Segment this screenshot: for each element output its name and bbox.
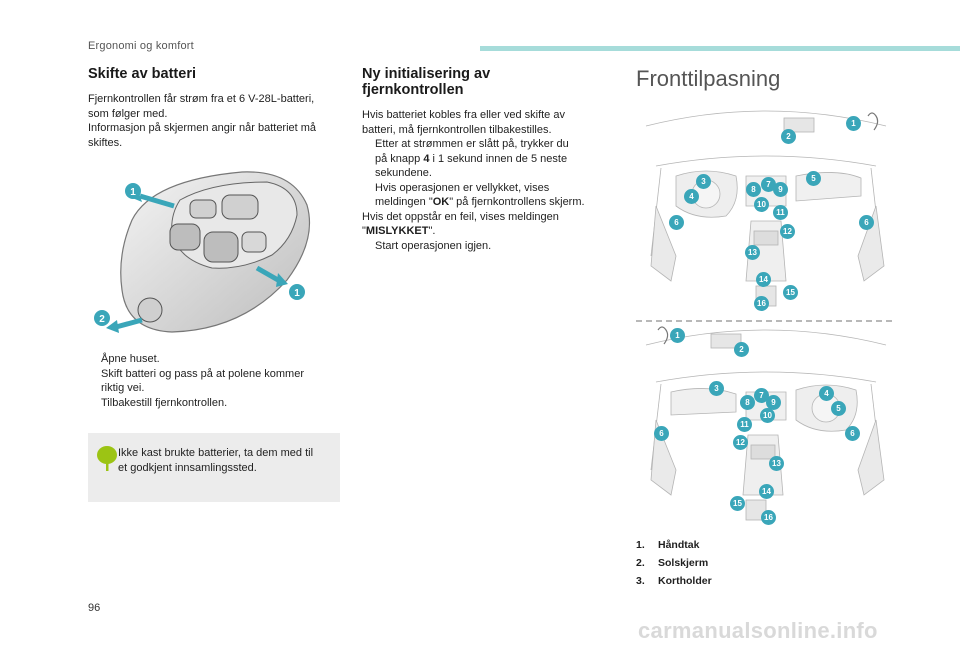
rhd-callout-14: 14 xyxy=(759,484,774,499)
fig1-callout: 2 xyxy=(99,314,105,325)
rhd-callout-2: 2 xyxy=(734,342,749,357)
lhd-callout-7: 7 xyxy=(761,177,776,192)
list-item: Etter at strømmen er slått på, trykker d… xyxy=(375,138,585,208)
battery-intro: Fjernkontrollen får strøm fra et 6 V-28L… xyxy=(88,93,317,149)
recycling-callout: Ikke kast brukte batterier, ta dem med t… xyxy=(88,433,340,502)
list-item: Skift batteri og pass på at polene komme… xyxy=(101,367,304,395)
rhd-callout-1: 1 xyxy=(670,328,685,343)
rhd-callout-6: 6 xyxy=(654,426,669,441)
rhd-callout-11: 11 xyxy=(737,417,752,432)
fig1-callout: 1 xyxy=(130,187,136,198)
lhd-callout-1: 1 xyxy=(846,116,861,131)
front-section: Fronttilpasning xyxy=(636,66,896,92)
battery-title: Skifte av batteri xyxy=(88,66,196,82)
reinit-title: Ny initialisering av fjernkontrollen xyxy=(362,66,491,98)
lhd-callout-2: 2 xyxy=(781,129,796,144)
rhd-callout-8: 8 xyxy=(740,395,755,410)
reinit-section: Ny initialisering av fjernkontrollen Hvi… xyxy=(362,66,612,253)
rhd-callout-16: 16 xyxy=(761,510,776,525)
reinit-intro: Hvis batteriet kobles fra eller ved skif… xyxy=(362,109,565,136)
header-accent-bar xyxy=(480,46,960,51)
lhd-callout-6: 6 xyxy=(859,215,874,230)
rhd-callout-12: 12 xyxy=(733,435,748,450)
rhd-callout-3: 3 xyxy=(709,381,724,396)
front-legend: 1.Håndtak 2.Solskjerm 3.Kortholder xyxy=(636,536,712,590)
rhd-callout-13: 13 xyxy=(769,456,784,471)
watermark: carmanualsonline.info xyxy=(638,618,878,643)
lhd-callout-3: 3 xyxy=(696,174,711,189)
cabin-figure-rhd xyxy=(645,326,887,521)
battery-steps: Åpne huset. Skift batteri og pass på at … xyxy=(88,352,340,410)
list-item: Start operasjonen igjen. xyxy=(375,239,492,252)
list-item: 3.Kortholder xyxy=(636,575,712,587)
lhd-callout-4: 4 xyxy=(684,189,699,204)
rhd-callout-10: 10 xyxy=(760,408,775,423)
page-number: 96 xyxy=(88,602,101,614)
rhd-callout-4: 4 xyxy=(819,386,834,401)
lhd-callout-14: 14 xyxy=(756,272,771,287)
list-item: 1.Håndtak xyxy=(636,539,700,551)
list-item: 2.Solskjerm xyxy=(636,557,709,569)
lhd-callout-10: 10 xyxy=(754,197,769,212)
rhd-callout-5: 5 xyxy=(831,401,846,416)
fig1-callout: 1 xyxy=(294,288,300,299)
rhd-callout-15: 15 xyxy=(730,496,745,511)
lhd-callout-16: 16 xyxy=(754,296,769,311)
fail-message: Hvis det oppstår en feil, vises meldinge… xyxy=(362,210,559,238)
battery-section: Skifte av batteri Fjernkontrollen får st… xyxy=(88,66,340,150)
lhd-callout-15: 15 xyxy=(783,285,798,300)
front-title: Fronttilpasning xyxy=(636,66,781,91)
lhd-callout-11: 11 xyxy=(773,205,788,220)
rhd-callout-9: 9 xyxy=(766,395,781,410)
figure-divider xyxy=(636,320,892,322)
tree-icon xyxy=(97,446,117,471)
list-item: Åpne huset. xyxy=(101,353,160,365)
rhd-callout-6: 6 xyxy=(845,426,860,441)
section-header: Ergonomi og komfort xyxy=(88,40,194,52)
lhd-callout-13: 13 xyxy=(745,245,760,260)
lhd-callout-8: 8 xyxy=(746,182,761,197)
lhd-callout-9: 9 xyxy=(773,182,788,197)
lhd-callout-6: 6 xyxy=(669,215,684,230)
remote-battery-figure: 1 1 2 xyxy=(94,171,311,333)
list-item: Tilbakestill fjernkontrollen. xyxy=(101,396,228,409)
lhd-callout-12: 12 xyxy=(780,224,795,239)
rhd-callout-7: 7 xyxy=(754,388,769,403)
lhd-callout-5: 5 xyxy=(806,171,821,186)
